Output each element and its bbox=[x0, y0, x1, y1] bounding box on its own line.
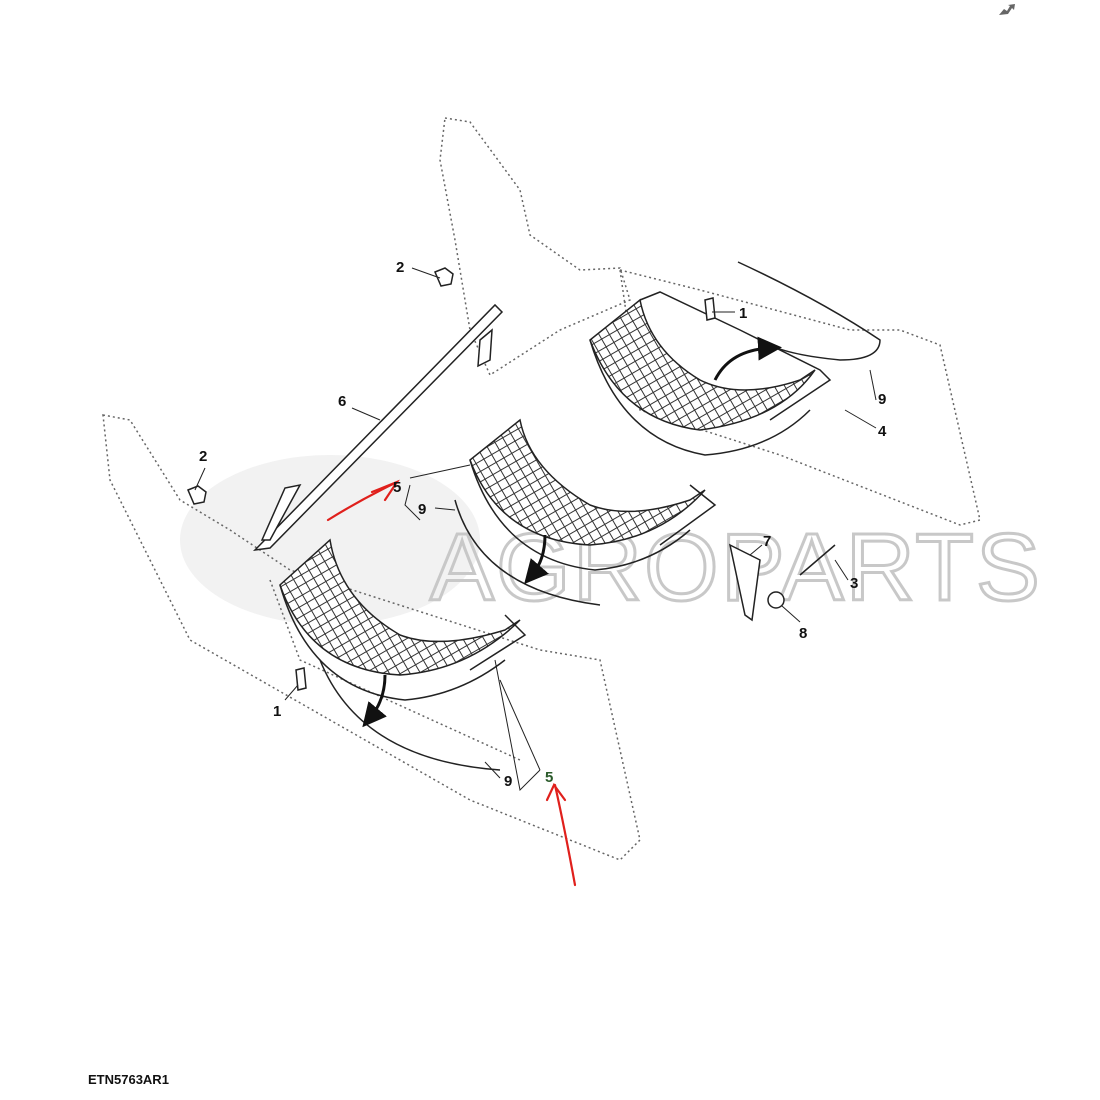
callout-1: 1 bbox=[273, 703, 281, 720]
direction-arrows bbox=[362, 336, 782, 728]
callout-labels: 2 1 6 9 4 2 5 9 7 3 8 1 9 5 bbox=[199, 259, 887, 790]
red-annotation-marks bbox=[326, 479, 577, 887]
bar-part-6 bbox=[252, 303, 504, 552]
share-arrow-icon[interactable] bbox=[998, 4, 1016, 16]
small-parts bbox=[187, 267, 836, 691]
callout-2: 2 bbox=[199, 448, 207, 465]
callout-1: 1 bbox=[739, 305, 747, 322]
strips bbox=[319, 261, 881, 771]
callout-9: 9 bbox=[418, 501, 426, 518]
callout-5: 5 bbox=[545, 769, 553, 786]
side-panels bbox=[102, 117, 981, 861]
callout-6: 6 bbox=[338, 393, 346, 410]
callout-5: 5 bbox=[393, 479, 401, 496]
callout-9: 9 bbox=[504, 773, 512, 790]
callout-3: 3 bbox=[850, 575, 858, 592]
callout-4: 4 bbox=[878, 423, 887, 440]
figure-id: ETN5763AR1 bbox=[88, 1072, 169, 1087]
callout-7: 7 bbox=[763, 533, 771, 550]
grate-lower bbox=[279, 538, 527, 701]
callout-2: 2 bbox=[396, 259, 404, 276]
callout-9: 9 bbox=[878, 391, 886, 408]
leader-lines bbox=[194, 267, 877, 792]
callout-8: 8 bbox=[799, 625, 807, 642]
grate-middle bbox=[469, 418, 717, 571]
